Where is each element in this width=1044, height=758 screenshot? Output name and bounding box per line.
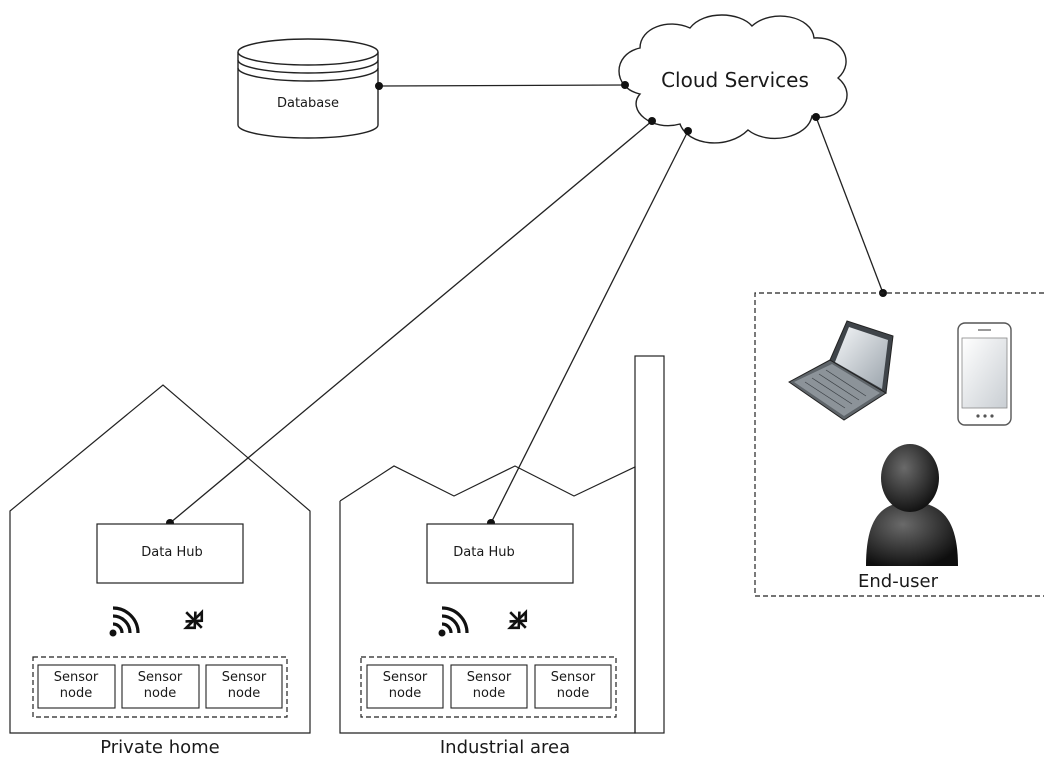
- industrial-data-hub-label: Data Hub: [453, 545, 515, 560]
- home-sensor-box: [37, 664, 116, 709]
- sensor-label-line2: node: [59, 686, 93, 701]
- home-data-hub-box: [96, 523, 244, 584]
- bluetooth-off-icon: [507, 609, 528, 630]
- home-sensor-group: [32, 656, 288, 718]
- cloud-services-label: Cloud Services: [661, 68, 809, 92]
- sensor-label-line2: node: [227, 686, 261, 701]
- home-sensor-box: [205, 664, 283, 709]
- industrial-sensor-group: [360, 656, 617, 718]
- home-sensor-node-1: Sensor node: [39, 670, 113, 702]
- industrial-sensor-node-1: Sensor node: [368, 670, 442, 702]
- sensor-label-line2: node: [388, 686, 422, 701]
- sensor-label-line2: node: [556, 686, 590, 701]
- end-user-group: [754, 292, 1044, 597]
- home-data-hub-label: Data Hub: [141, 545, 203, 560]
- bluetooth-off-icon: [183, 609, 204, 630]
- sensor-label-line1: Sensor: [221, 670, 267, 685]
- industrial-sensor-node-3: Sensor node: [536, 670, 610, 702]
- sensor-label-line1: Sensor: [53, 670, 99, 685]
- private-home-label: Private home: [100, 737, 220, 758]
- industrial-data-hub-box: [426, 523, 574, 584]
- database-label: Database: [276, 96, 340, 111]
- wifi-icon: [109, 606, 140, 637]
- home-sensor-node-2: Sensor node: [123, 670, 197, 702]
- industrial-sensor-node-2: Sensor node: [452, 670, 526, 702]
- sensor-label-line1: Sensor: [466, 670, 512, 685]
- connection-dots: [166, 81, 887, 527]
- sensor-label-line1: Sensor: [550, 670, 596, 685]
- industrial-area-label: Industrial area: [439, 737, 571, 758]
- industrial-chimney: [634, 355, 665, 734]
- sensor-label-line2: node: [143, 686, 177, 701]
- sensor-label-line1: Sensor: [137, 670, 183, 685]
- link-cloud-enduser: [815, 116, 884, 294]
- link-cloud-industrial-hub: [490, 130, 689, 524]
- end-user-label: End-user: [858, 571, 938, 592]
- smartphone-icon: [957, 322, 1012, 426]
- cloud-icon: [618, 14, 848, 144]
- private-home-building: [9, 384, 311, 734]
- connection-lines: [169, 84, 884, 524]
- industrial-sensor-box: [534, 664, 612, 709]
- industrial-sensor-box: [450, 664, 528, 709]
- industrial-sensor-box: [366, 664, 444, 709]
- database-icon: [237, 38, 379, 139]
- sensor-label-line1: Sensor: [382, 670, 428, 685]
- home-sensor-box: [121, 664, 200, 709]
- home-sensor-node-3: Sensor node: [207, 670, 281, 702]
- link-database-cloud: [378, 84, 626, 87]
- laptop-icon: [788, 320, 894, 421]
- sensor-label-line2: node: [472, 686, 506, 701]
- link-cloud-home-hub: [169, 120, 653, 524]
- industrial-building: [339, 465, 636, 734]
- wifi-icon: [438, 606, 469, 637]
- user-icon: [866, 444, 958, 566]
